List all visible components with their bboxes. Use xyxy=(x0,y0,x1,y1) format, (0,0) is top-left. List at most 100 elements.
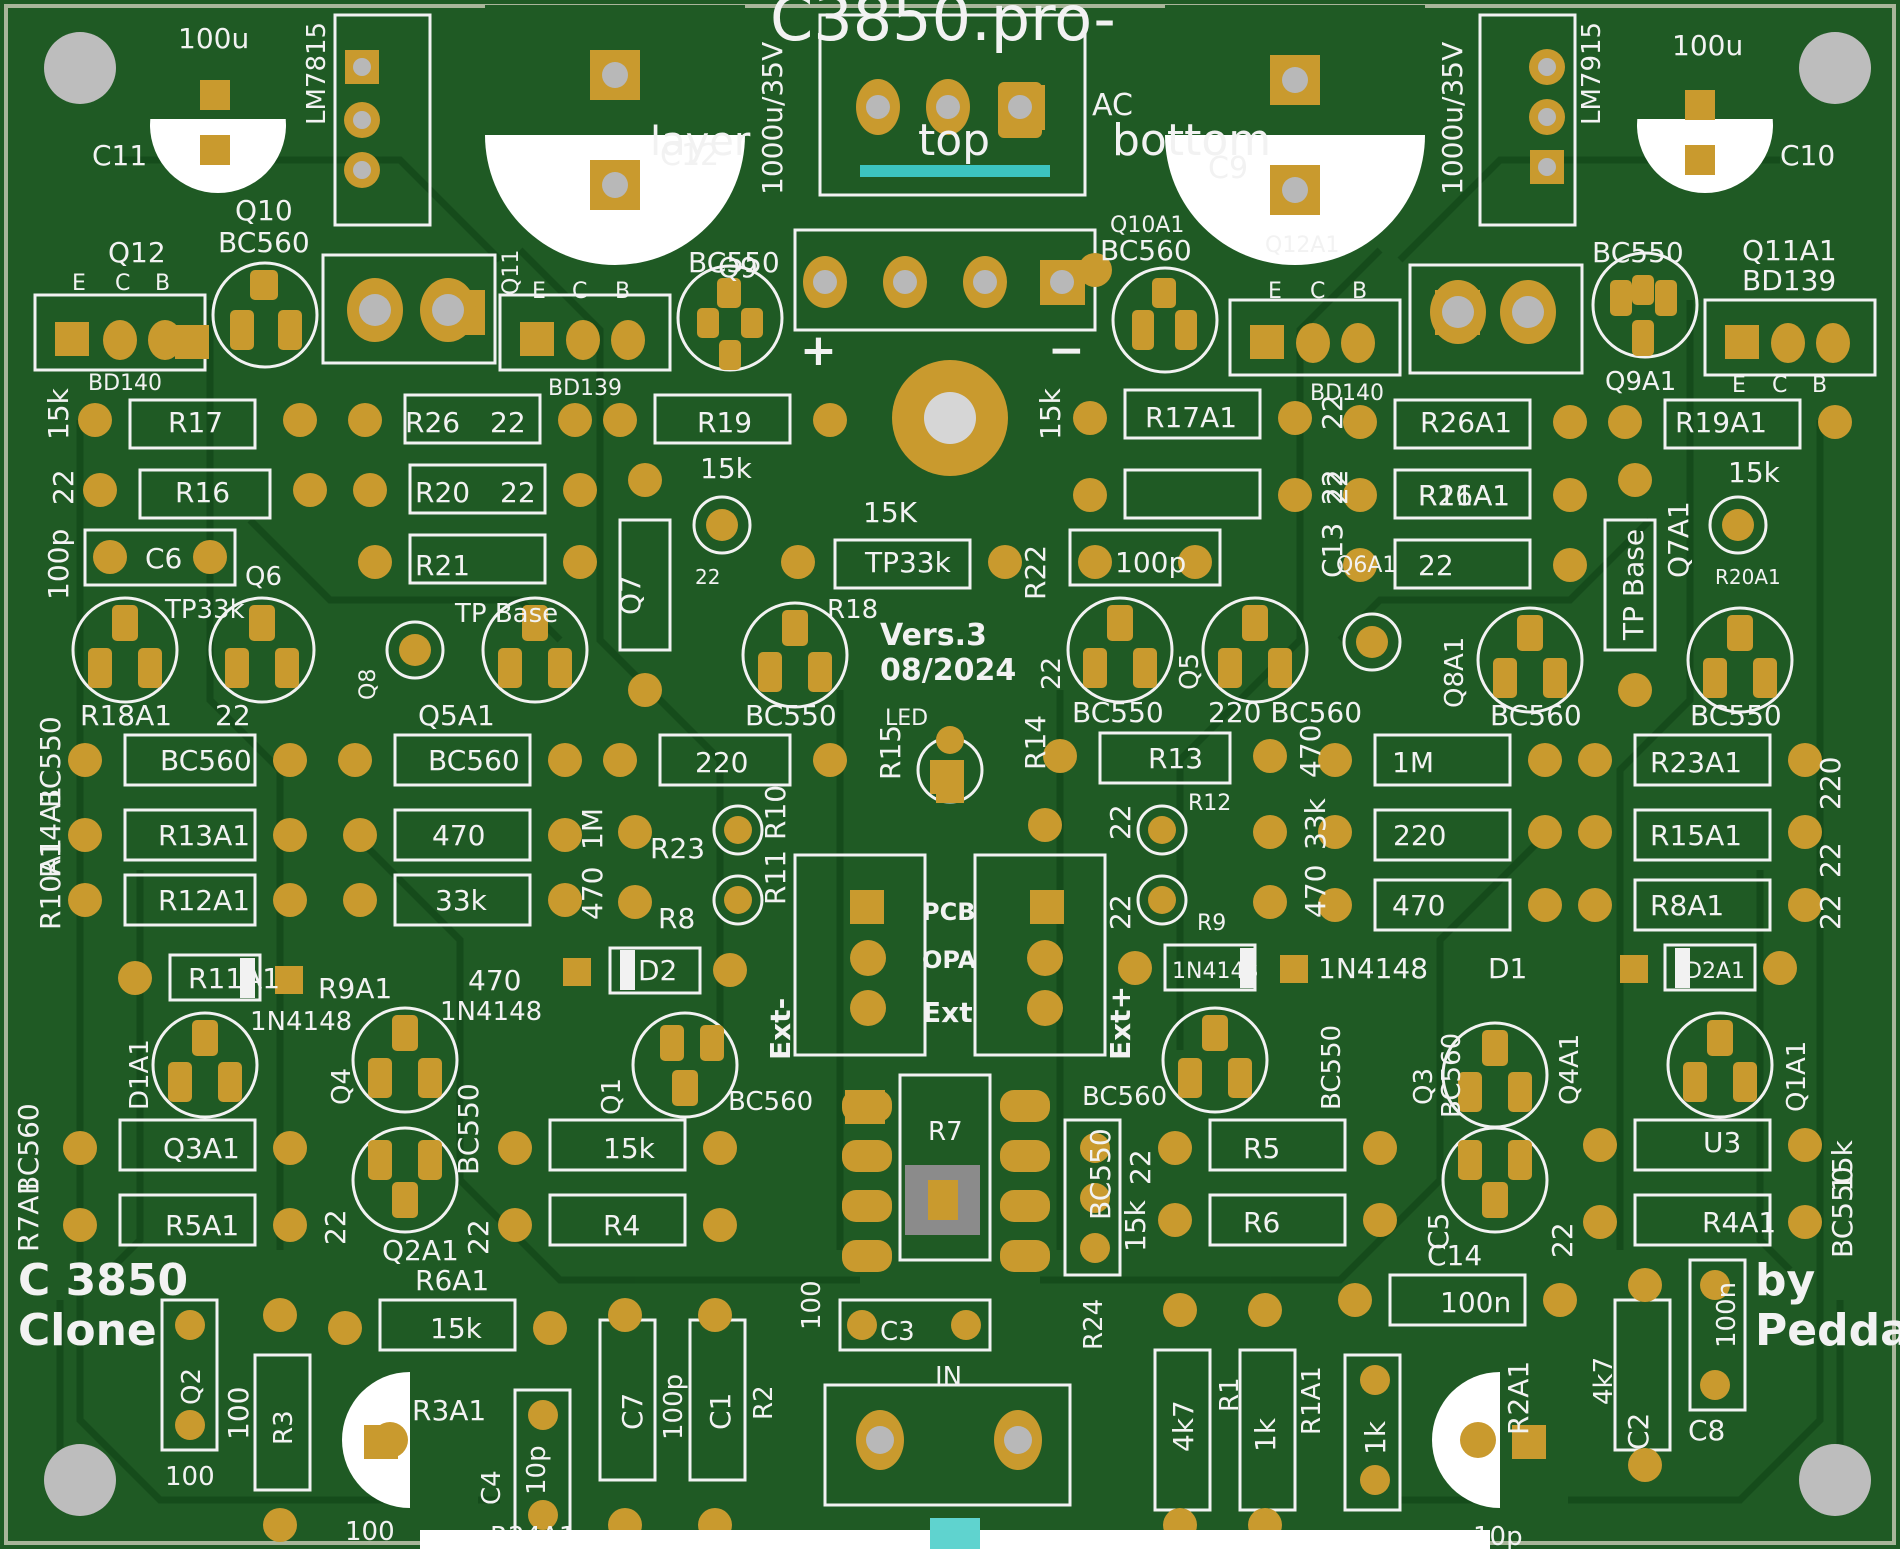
diodes xyxy=(240,948,1690,998)
plus-sign: + xyxy=(800,325,837,376)
component-label: R21A1 xyxy=(1418,479,1510,512)
component-label: 100n xyxy=(1712,1282,1742,1348)
component-label: R13A1 xyxy=(158,819,250,852)
component-label: 100 xyxy=(345,1517,395,1547)
component-label: 470 xyxy=(432,819,485,852)
component-label: R14A1 xyxy=(34,786,67,878)
component-label: 100p xyxy=(1115,546,1186,579)
component-label: BC550 xyxy=(34,716,67,808)
component-label: 22 xyxy=(1814,894,1847,930)
component-label: R9 xyxy=(1197,911,1226,936)
component-label: R16A1 xyxy=(1418,479,1510,512)
component-label: Q12A1 xyxy=(1265,233,1339,258)
component-label: BC550 xyxy=(745,699,837,732)
component-label: 100u xyxy=(1672,29,1743,62)
component-label: 220 xyxy=(1814,757,1847,810)
component-label: BC560 xyxy=(728,1087,813,1117)
component-label: R5 xyxy=(1243,1132,1280,1165)
component-label: C8 xyxy=(1688,1414,1725,1447)
component-label: Q1 xyxy=(597,1078,627,1115)
component-label: Q6A1 xyxy=(1336,553,1396,578)
component-label: R12A1 xyxy=(158,884,250,917)
component-label: 1N4148 xyxy=(1318,952,1428,985)
component-label: R23A1 xyxy=(1650,746,1742,779)
tab-bottom: bottom xyxy=(1112,115,1271,166)
component-label: Q7 xyxy=(614,575,647,615)
component-label: Q12 xyxy=(108,236,166,269)
component-label: E xyxy=(72,271,86,296)
mounting-hole xyxy=(1799,1444,1871,1516)
component-label: 22 xyxy=(1321,469,1354,505)
opa-label: OPA xyxy=(922,946,977,974)
silkscreen-outlines xyxy=(33,13,1877,1547)
component-label: R19A1 xyxy=(1675,406,1767,439)
component-label: Q7A1 xyxy=(1662,501,1695,578)
component-label: R2 xyxy=(749,1385,779,1420)
component-label: R20 xyxy=(415,476,470,509)
component-label: BC560 xyxy=(1100,234,1192,267)
component-label: C13 xyxy=(1316,523,1349,578)
component-label: 15K xyxy=(863,496,918,529)
component-label: 470 xyxy=(1299,865,1332,918)
component-label: D2 xyxy=(638,954,677,987)
component-label: BC560 xyxy=(218,226,310,259)
component-label: C xyxy=(572,279,587,304)
component-label: 220 xyxy=(1393,819,1446,852)
copper-traces xyxy=(56,156,1844,1504)
component-label: Q11A1 xyxy=(1742,234,1837,267)
component-label: Q9 xyxy=(718,251,758,284)
component-label: R4 xyxy=(603,1209,640,1242)
component-label: C5 xyxy=(1422,1213,1455,1250)
component-label: BD140 xyxy=(88,371,162,396)
component-label: D2A1 xyxy=(1685,959,1745,984)
component-label: C12 xyxy=(660,138,719,173)
drill-holes xyxy=(353,58,1556,1454)
component-label: R6 xyxy=(1243,1206,1280,1239)
component-label: BC550 xyxy=(688,246,780,279)
component-label: Q10 xyxy=(235,194,293,227)
component-label: E xyxy=(1732,373,1746,398)
component-label: 1k xyxy=(1359,1420,1392,1455)
component-label: R8A1 xyxy=(1650,889,1724,922)
component-label: R24 xyxy=(1079,1299,1109,1350)
component-label: Q4 xyxy=(327,1068,357,1105)
component-label: R19 xyxy=(697,406,752,439)
component-label: Q3A1 xyxy=(163,1132,240,1165)
component-label: C3 xyxy=(880,1317,915,1347)
component-label: BC550 xyxy=(1592,236,1684,269)
credit-by: by xyxy=(1755,1255,1815,1306)
test-points xyxy=(385,495,1768,926)
component-label: R23 xyxy=(650,832,705,865)
component-label: Q4A1 xyxy=(1555,1034,1585,1105)
component-label: 22 xyxy=(1037,657,1067,690)
component-label: R3A1 xyxy=(412,1394,486,1427)
component-label: 22 xyxy=(1104,804,1137,840)
date-label: 08/2024 xyxy=(880,653,1016,688)
component-label: BC560 xyxy=(12,1103,45,1195)
component-label: 22 xyxy=(319,1209,352,1245)
mounting-hole xyxy=(44,1444,116,1516)
component-label: B xyxy=(155,271,170,296)
component-label: 15k xyxy=(1826,1139,1859,1192)
component-label: 1M xyxy=(1392,746,1434,779)
component-label: Q1A1 xyxy=(1782,1041,1812,1112)
component-label: 470 xyxy=(1294,725,1327,778)
layer-label: layer xyxy=(650,119,751,165)
component-label: R22 xyxy=(1019,545,1052,600)
component-label: 10p xyxy=(522,1445,552,1495)
component-label: BC550 xyxy=(1690,699,1782,732)
mounting-holes xyxy=(44,32,1871,1516)
ext-label: Ext xyxy=(922,996,973,1029)
component-label: 1N4148 xyxy=(250,1007,352,1037)
component-label: 22 xyxy=(1546,1222,1579,1258)
component-label: 22 xyxy=(1104,894,1137,930)
component-label: R8 xyxy=(658,902,695,935)
component-label: BC550 xyxy=(1084,1128,1117,1220)
component-label: BD139 xyxy=(1742,264,1836,297)
component-label: BC560 xyxy=(1082,1082,1167,1112)
component-label: C4 xyxy=(477,1470,507,1505)
component-label: BC550 xyxy=(1072,696,1164,729)
component-label: Q8 xyxy=(356,669,381,700)
component-label: 15k xyxy=(1034,387,1067,440)
